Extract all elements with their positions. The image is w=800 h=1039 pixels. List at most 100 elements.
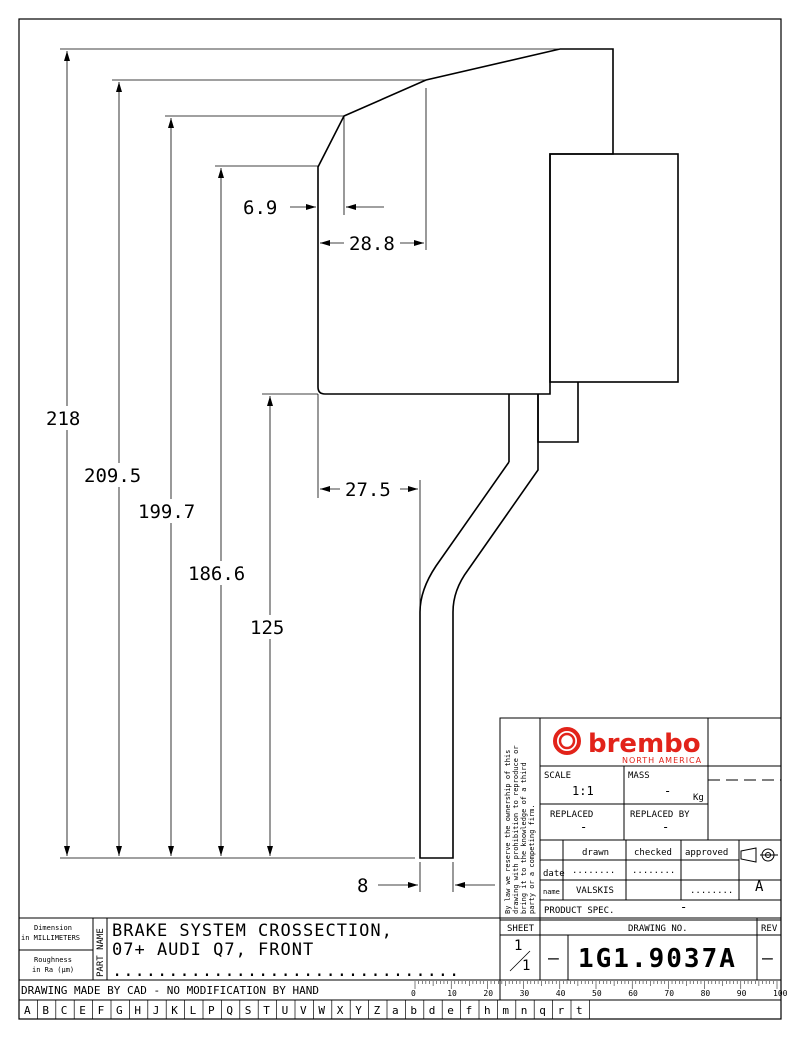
ruler-label: 20 xyxy=(483,989,493,998)
rev-label: REV xyxy=(761,924,778,934)
dim-209-5: 209.5 xyxy=(84,465,141,487)
rev-value: – xyxy=(762,948,773,969)
grid-letter: b xyxy=(410,1004,417,1017)
dimension-labels: 218 209.5 199.7 186.6 125 6.9 28.8 27.5 … xyxy=(44,197,395,897)
ruler-label: 90 xyxy=(737,989,747,998)
grid-letter: V xyxy=(300,1004,307,1017)
grid-letter: q xyxy=(539,1004,546,1017)
grid-letter: m xyxy=(502,1004,509,1017)
dim-27-5: 27.5 xyxy=(345,479,391,501)
mass-value: - xyxy=(664,784,671,798)
dimension-label-2: in MILLIMETERS xyxy=(21,934,80,942)
drawn-name: VALSKIS xyxy=(576,886,614,896)
grid-letter: X xyxy=(337,1004,344,1017)
title-block-text: SCALE 1:1 MASS - Kg REPLACED - REPLACED … xyxy=(21,771,778,997)
grid-letter: E xyxy=(79,1004,86,1017)
approved-label: approved xyxy=(685,848,728,858)
dim-199-7: 199.7 xyxy=(138,501,195,523)
sheet-total: 1 xyxy=(522,958,530,974)
scale-value: 1:1 xyxy=(572,784,594,798)
dimension-lines xyxy=(60,48,560,892)
replaced-label: REPLACED xyxy=(550,810,593,820)
grid-letter: W xyxy=(318,1004,325,1017)
ruler-label: 10 xyxy=(447,989,457,998)
dim-28-8: 28.8 xyxy=(349,233,395,255)
grid-letter: e xyxy=(447,1004,454,1017)
grid-letter: a xyxy=(392,1004,399,1017)
mass-label: MASS xyxy=(628,771,650,781)
drawing-no: 1G1.9037A xyxy=(578,944,737,974)
grid-letter: r xyxy=(558,1004,565,1017)
drawn-label: drawn xyxy=(582,848,609,858)
part-outline xyxy=(317,48,679,859)
ruler-label: 30 xyxy=(520,989,530,998)
grid-letter: C xyxy=(61,1004,68,1017)
brembo-logo: brembo NORTH AMERICA xyxy=(553,727,702,765)
date-dots-2: ........ xyxy=(632,866,675,876)
title-block xyxy=(18,717,782,1001)
dim-6-9: 6.9 xyxy=(243,197,277,219)
date-label: date xyxy=(543,869,565,879)
grid-letter: F xyxy=(98,1004,105,1017)
grid-letter: t xyxy=(576,1004,583,1017)
grid-letter: H xyxy=(134,1004,141,1017)
dim-218: 218 xyxy=(46,408,80,430)
svg-text:By law we reserve the ownershi: By law we reserve the ownership of this xyxy=(504,750,512,914)
grid-letter: n xyxy=(521,1004,528,1017)
dim-125: 125 xyxy=(250,617,284,639)
part-name-line2: 07+ AUDI Q7, FRONT xyxy=(112,940,314,960)
ruler-label: 0 xyxy=(411,989,416,998)
scale-ruler: 0 10 20 30 40 50 60 70 80 90 100 xyxy=(411,981,788,998)
scale-label: SCALE xyxy=(544,771,571,781)
dim-186-6: 186.6 xyxy=(188,563,245,585)
grid-letter: P xyxy=(208,1004,215,1017)
grid-letter: S xyxy=(245,1004,252,1017)
grid-letter: J xyxy=(153,1004,160,1017)
svg-text:party or a competing firm.: party or a competing firm. xyxy=(528,804,536,914)
svg-text:drawing with prohibition to re: drawing with prohibition to reproduce or xyxy=(512,745,520,914)
ownership-notice: By law we reserve the ownership of this … xyxy=(504,745,536,914)
grid-letter: K xyxy=(171,1004,178,1017)
ruler-label: 50 xyxy=(592,989,602,998)
roughness-label-1: Roughness xyxy=(34,956,72,964)
grid-letter: d xyxy=(429,1004,436,1017)
svg-text:bring it to the knowledge of a: bring it to the knowledge of a third xyxy=(520,762,528,914)
mass-unit: Kg xyxy=(693,793,704,803)
part-name-dots: ............................... xyxy=(112,961,460,981)
grid-letter: T xyxy=(263,1004,270,1017)
grid-letter: Q xyxy=(226,1004,233,1017)
name-label: name xyxy=(543,888,560,896)
part-name-line1: BRAKE SYSTEM CROSSECTION, xyxy=(112,921,393,941)
grid-letter: h xyxy=(484,1004,491,1017)
sheet-dash: – xyxy=(548,948,559,969)
grid-letter: L xyxy=(190,1004,197,1017)
replaced-by-label: REPLACED BY xyxy=(630,810,690,820)
grid-letter: G xyxy=(116,1004,123,1017)
sheet-num: 1 xyxy=(514,938,522,954)
sheet-border xyxy=(18,18,782,1020)
grid-letter: U xyxy=(282,1004,289,1017)
cad-notice: DRAWING MADE BY CAD - NO MODIFICATION BY… xyxy=(21,984,319,997)
ruler-label: 100 xyxy=(773,989,788,998)
dim-8: 8 xyxy=(357,875,368,897)
sheet-label: SHEET xyxy=(507,924,535,934)
ruler-label: 80 xyxy=(701,989,711,998)
brand-name: brembo xyxy=(588,729,701,759)
approve-dots: ........ xyxy=(690,886,733,896)
product-spec-label: PRODUCT SPEC. xyxy=(544,906,614,916)
grid-letter: Z xyxy=(374,1004,381,1017)
dimension-label-1: Dimension xyxy=(34,924,72,932)
ruler-label: 60 xyxy=(628,989,638,998)
product-spec-value: - xyxy=(680,900,687,914)
checked-label: checked xyxy=(634,848,672,858)
drawing-no-label: DRAWING NO. xyxy=(628,924,688,934)
grid-letter: A xyxy=(24,1004,31,1017)
brand-sub: NORTH AMERICA xyxy=(622,756,702,765)
grid-letter: f xyxy=(466,1004,473,1017)
rev-mark: A xyxy=(755,879,764,895)
ruler-label: 40 xyxy=(556,989,566,998)
roughness-label-2: in Ra (µm) xyxy=(32,966,74,974)
ruler-label: 70 xyxy=(664,989,674,998)
